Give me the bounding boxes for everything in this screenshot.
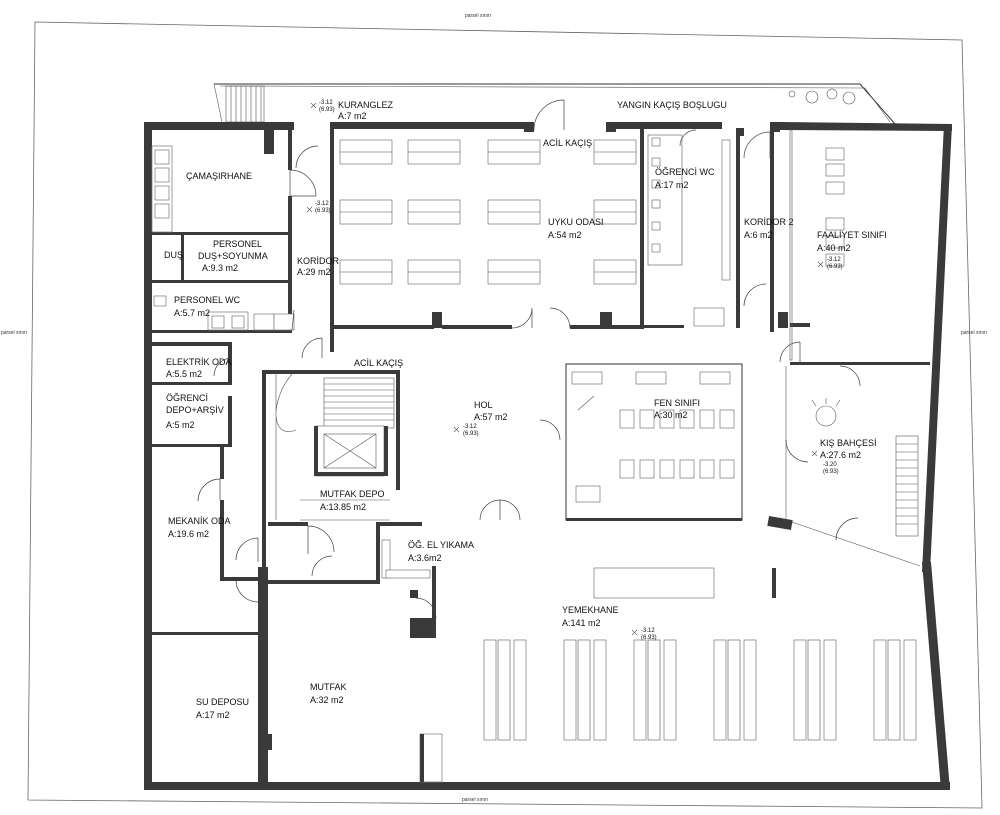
winter-garden — [767, 366, 921, 567]
wc-fixtures — [153, 295, 295, 331]
dorm-door — [511, 307, 571, 329]
room-area-el-yikama: A:3.6m2 — [408, 553, 442, 563]
room-area-personel-dus: A:9.3 m2 — [202, 263, 238, 273]
parcel-boundary — [27, 21, 983, 809]
dining-hall — [483, 567, 917, 741]
level-faaliyet-elev: -3.12 — [827, 257, 841, 263]
laundry-counter — [151, 145, 173, 233]
room-area-koridor2: A:6 m2 — [744, 230, 773, 240]
room-labels: KURANGLEZ A:7 m2 -3.12 (6.93) YANGIN KAÇ… — [164, 100, 887, 720]
terrace-line — [214, 83, 896, 125]
room-area-mutfak-depo: A:13.85 m2 — [320, 502, 366, 512]
corridor-2 — [740, 122, 774, 332]
kitchen — [264, 733, 443, 783]
level-kuranglez-elev: -3.12 — [319, 100, 333, 106]
room-area-ogrenci-wc: A:17 m2 — [655, 180, 689, 190]
room-area-personel-wc: A:5.7 m2 — [174, 308, 210, 318]
room-area-uyku: A:54 m2 — [548, 230, 582, 240]
room-name-mekanik: MEKANİK ODA — [168, 516, 231, 526]
room-name-koridor2: KORİDOR 2 — [744, 217, 794, 227]
room-name-personel-dus-2: DUŞ+SOYUNMA — [198, 251, 268, 261]
room-name-acil-kacis-top: ACİL KAÇIŞ — [543, 138, 592, 148]
room-area-ogrenci-depo: A:5 m2 — [166, 420, 195, 430]
level-kuranglez-abs: (6.93) — [319, 107, 335, 113]
beds — [339, 139, 637, 285]
room-name-ogrenci-wc: ÖĞRENCİ WC — [655, 167, 715, 177]
level-koridor-abs: (6.93) — [315, 208, 331, 214]
room-name-camasirhane: ÇAMAŞIRHANE — [186, 171, 252, 181]
room-name-personel-dus-1: PERSONEL — [213, 239, 262, 249]
room-area-yemekhane: A:141 m2 — [562, 618, 601, 628]
room-name-mutfak: MUTFAK — [310, 682, 347, 692]
level-marker-icons — [306, 102, 824, 636]
level-kis-bahcesi-abs: (6.93) — [823, 469, 839, 475]
room-name-mutfak-depo: MUTFAK DEPO — [320, 489, 385, 499]
student-wc — [644, 128, 740, 328]
boundary-label-bottom: parsel sınırı — [462, 797, 488, 803]
room-area-faaliyet: A:40 m2 — [817, 243, 851, 253]
science-room — [565, 363, 743, 521]
room-name-su-deposu: SU DEPOSU — [196, 697, 249, 707]
planter — [788, 88, 856, 105]
hall — [479, 419, 561, 521]
room-name-yangin: YANGIN KAÇIŞ BOŞLUGU — [617, 100, 727, 110]
room-name-kis-bahcesi: KIŞ BAHÇESİ — [820, 438, 877, 448]
room-area-koridor: A:29 m2 — [297, 267, 331, 277]
room-name-fen: FEN SINIFI — [654, 398, 700, 408]
dormitory-walls — [334, 122, 644, 329]
room-name-kuranglez: KURANGLEZ — [338, 100, 394, 110]
room-area-kis-bahcesi: A:27.6 m2 — [820, 450, 861, 460]
kitchen-store — [268, 522, 380, 584]
room-area-su-deposu: A:17 m2 — [196, 710, 230, 720]
level-hol-abs: (6.93) — [463, 431, 479, 437]
boundary-label-left: parsel sınırı — [1, 330, 27, 336]
room-name-elektrik: ELEKTRİK ODA — [166, 357, 232, 367]
room-name-yemekhane: YEMEKHANE — [562, 605, 619, 615]
room-name-faaliyet: FAALİYET SINIFI — [817, 230, 887, 240]
level-yemekhane-abs: (6.93) — [641, 635, 657, 641]
service-doors — [197, 145, 323, 603]
room-name-ogrenci-depo-2: DEPO+ARŞİV — [166, 405, 224, 415]
emergency-stair — [262, 370, 400, 570]
room-name-koridor: KORİDOR — [297, 256, 340, 266]
room-name-dus: DUŞ — [164, 250, 183, 260]
boundary-label-right: parsel sınırı — [961, 330, 987, 336]
room-area-fen: A:30 m2 — [654, 410, 688, 420]
room-area-hol: A:57 m2 — [474, 412, 508, 422]
level-hol-elev: -3.12 — [463, 424, 477, 430]
dining-tables — [483, 639, 917, 741]
exterior-walls — [144, 122, 952, 790]
outdoor-stairs — [225, 85, 265, 123]
room-area-mekanik: A:19.6 m2 — [168, 529, 209, 539]
boundary-label-top: parsel sınırı — [465, 13, 491, 19]
room-name-acil-kacis-stair: ACİL KAÇIŞ — [354, 358, 403, 368]
level-yemekhane-elev: -3.12 — [641, 628, 655, 634]
level-faaliyet-abs: (6.93) — [827, 264, 843, 270]
room-area-elektrik: A:5.5 m2 — [166, 369, 202, 379]
activity-room — [778, 129, 930, 387]
emergency-door — [533, 99, 565, 131]
hand-wash — [376, 522, 437, 638]
room-name-ogrenci-depo-1: ÖĞRENCİ — [166, 393, 208, 403]
room-name-hol: HOL — [474, 400, 493, 410]
level-koridor-elev: -3.12 — [315, 201, 329, 207]
room-name-el-yikama: ÖĞ. EL YIKAMA — [408, 540, 474, 550]
level-kis-bahcesi-elev: -3.20 — [823, 462, 837, 468]
room-name-personel-wc: PERSONEL WC — [174, 295, 241, 305]
service-walls — [152, 122, 334, 782]
room-area-mutfak: A:32 m2 — [310, 695, 344, 705]
room-name-uyku: UYKU ODASI — [548, 217, 604, 227]
room-area-kuranglez: A:7 m2 — [338, 111, 367, 121]
